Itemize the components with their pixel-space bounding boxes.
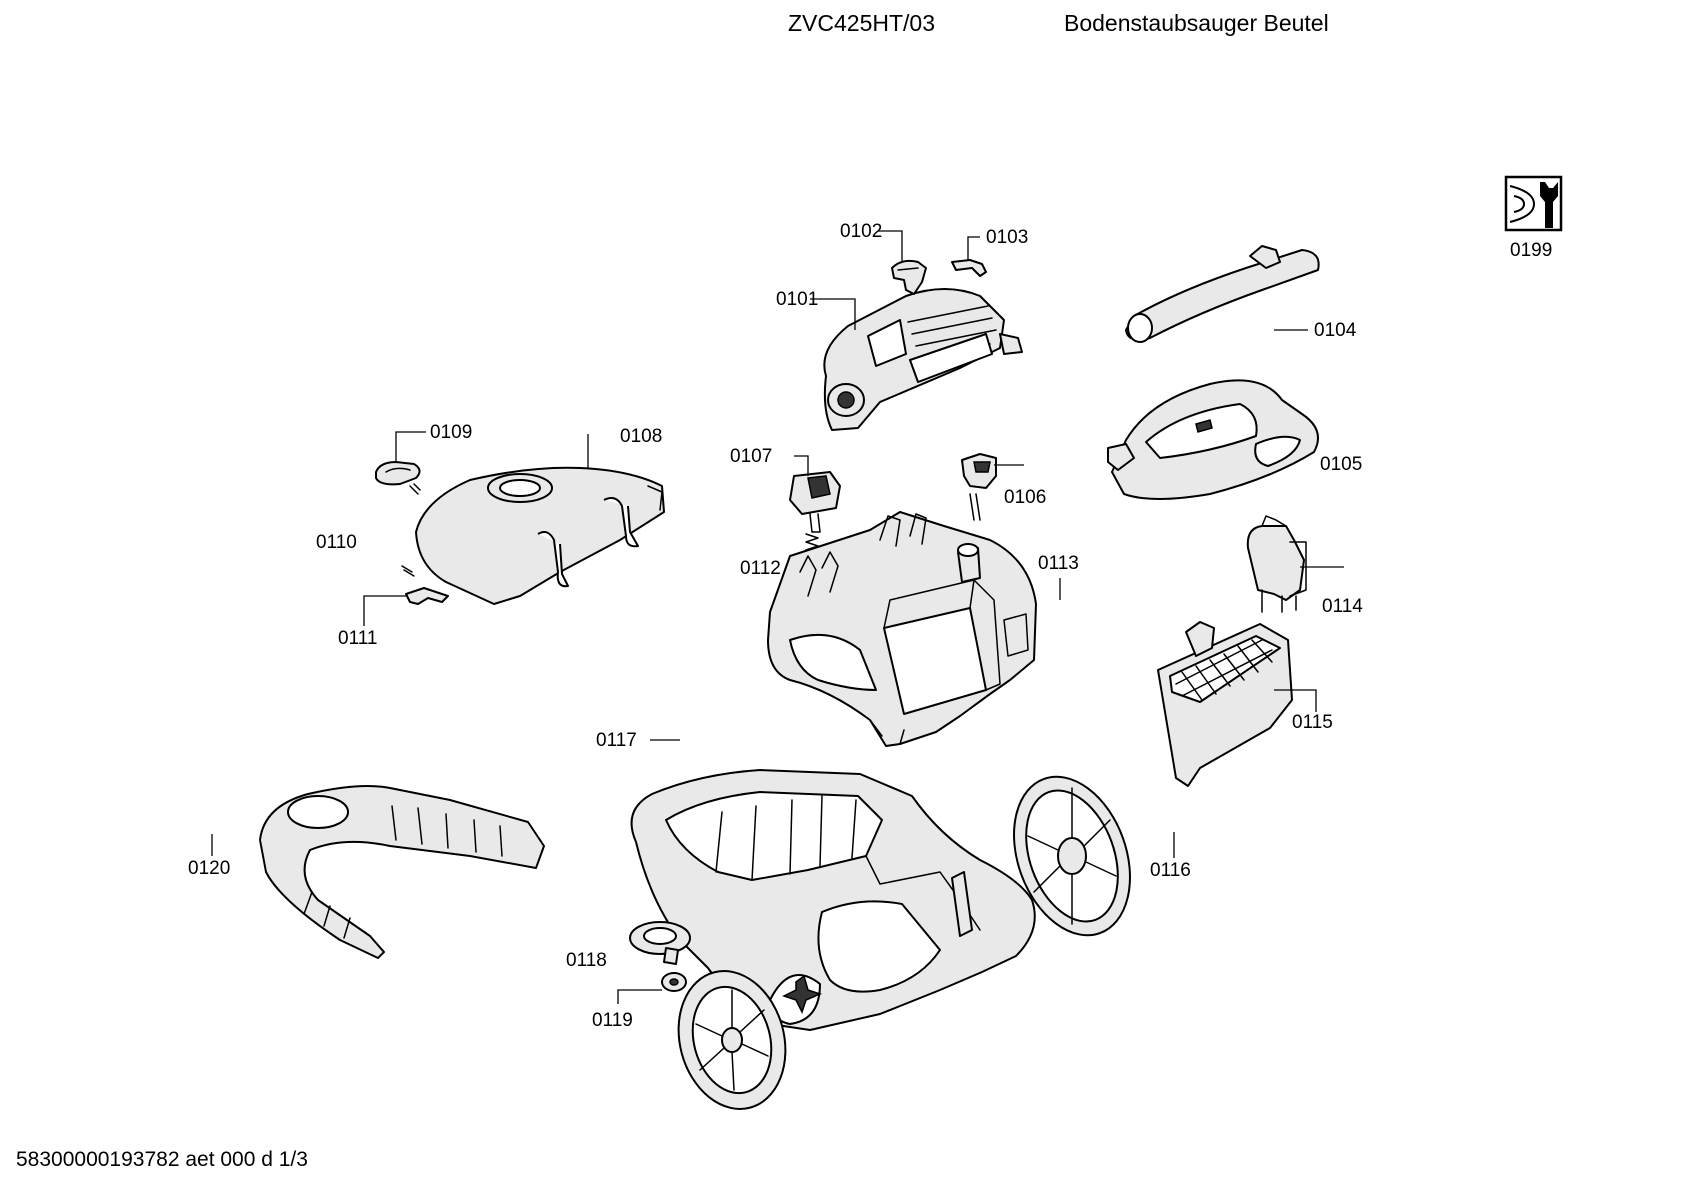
part-0114-bag-holder[interactable]	[1246, 515, 1307, 613]
label-0110: 0110	[316, 532, 357, 553]
document-id: 58300000193782 aet 000 d 1/3	[16, 1148, 308, 1171]
label-0114: 0114	[1322, 596, 1363, 617]
label-0104: 0104	[1314, 320, 1357, 341]
part-0116-wheel-cap[interactable]	[993, 760, 1151, 951]
part-0106-button[interactable]	[961, 453, 997, 521]
label-0108: 0108	[620, 426, 662, 447]
label-0102: 0102	[840, 221, 882, 242]
label-0113: 0113	[1038, 553, 1079, 574]
part-0117-base-housing[interactable]	[630, 769, 1036, 1031]
part-0108-hood-cover[interactable]	[415, 466, 665, 605]
part-0111-bracket[interactable]	[405, 587, 449, 605]
label-0111: 0111	[338, 628, 377, 649]
label-0106: 0106	[1004, 487, 1046, 508]
label-0107: 0107	[730, 446, 772, 467]
part-0113-motor-housing[interactable]	[767, 511, 1037, 747]
part-0118-castor[interactable]	[629, 921, 691, 965]
part-0107-switch-button[interactable]	[789, 471, 841, 533]
model-number: ZVC425HT/03	[788, 10, 936, 36]
label-0101: 0101	[776, 289, 818, 310]
part-0105-lid[interactable]	[1107, 379, 1319, 500]
label-0116: 0116	[1150, 860, 1191, 881]
part-0109-seal-ring[interactable]	[375, 461, 421, 495]
label-0199: 0199	[1510, 240, 1552, 261]
label-0118: 0118	[566, 950, 607, 971]
part-0104-carry-handle[interactable]	[1125, 245, 1320, 343]
part-0102-latch[interactable]	[891, 259, 927, 295]
label-0117: 0117	[596, 730, 637, 751]
part-0103-clip[interactable]	[951, 259, 987, 277]
service-tool-icon[interactable]	[1504, 175, 1563, 232]
rear-wheel	[677, 970, 787, 1110]
part-0115-grille[interactable]	[1157, 621, 1293, 787]
label-0103: 0103	[986, 227, 1028, 248]
part-0110-screw[interactable]	[401, 565, 415, 577]
part-0101-top-cover[interactable]	[823, 288, 1023, 431]
label-0119: 0119	[592, 1010, 633, 1031]
label-0120: 0120	[188, 858, 230, 879]
part-0119-castor-axle[interactable]	[661, 972, 687, 992]
label-0105: 0105	[1320, 454, 1362, 475]
product-description: Bodenstaubsauger Beutel	[1064, 10, 1329, 36]
label-0115: 0115	[1292, 712, 1333, 733]
label-0112: 0112	[740, 558, 781, 579]
part-0120-bumper[interactable]	[259, 785, 545, 959]
label-0109: 0109	[430, 422, 472, 443]
